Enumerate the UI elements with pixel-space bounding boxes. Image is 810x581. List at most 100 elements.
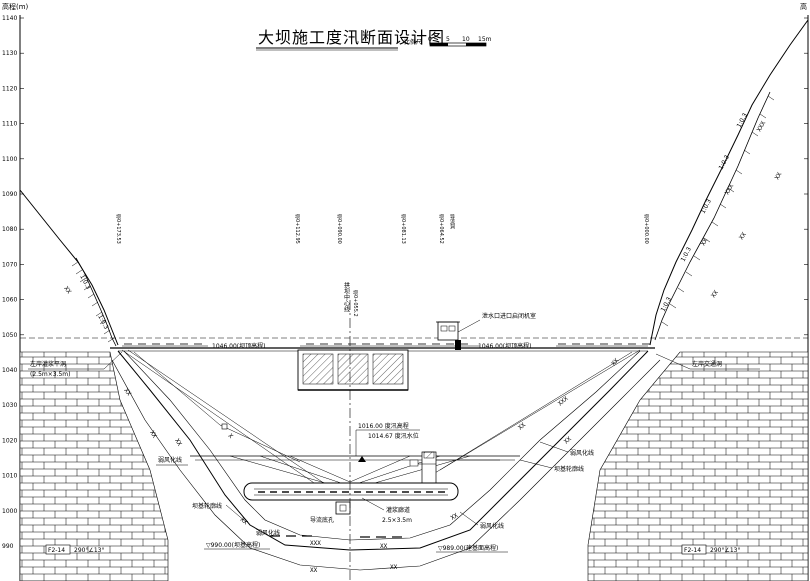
station-label-2: 坝0+112.95	[294, 213, 300, 243]
station-note-5: 导流洞	[449, 214, 455, 229]
flood-level-label: 1016.00 度汛高程	[358, 422, 409, 430]
dam-foundation-outline	[117, 350, 649, 551]
weathering-right-bottom-label: 弱风化线	[480, 522, 504, 530]
elevation-tick-label: 1090	[2, 191, 17, 198]
weathering-line-outer	[111, 359, 661, 571]
elevation-tick-label: 1050	[2, 332, 17, 339]
svg-text:XX: XX	[173, 438, 183, 448]
right-intake-structure	[409, 451, 500, 493]
right-slope-label-3: 1:0.3	[700, 198, 713, 215]
left-irrigation-leader-2	[103, 351, 123, 370]
elevation-tick-labels: 1140113011201110110010901080107010601050…	[2, 15, 808, 550]
left-slope-hatch	[71, 261, 115, 343]
crest-elevation-right: 1046.00(坝顶高程)	[478, 342, 532, 350]
scale-tick-10: 10	[462, 36, 470, 43]
scale-tick-15: 15m	[478, 36, 492, 43]
svg-text:XX: XX	[380, 543, 388, 550]
svg-text:XX: XX	[148, 430, 158, 440]
right-abutment-masonry	[587, 351, 809, 581]
right-bedding-label: F2-14	[684, 547, 701, 554]
scale-tick-5: 5	[446, 36, 450, 43]
scale-bar: 比例尺 0 5 10 15m	[404, 36, 492, 47]
elevation-tick-label: 1130	[2, 50, 17, 57]
grout-gallery	[243, 482, 459, 501]
right-excavation-slope	[654, 91, 771, 341]
station-label-1: 坝0+173.53	[115, 213, 121, 243]
left-irrigation-label: 左岸灌浆平洞	[30, 360, 66, 368]
elevation-tick-label: 1120	[2, 85, 17, 92]
elevation-tick-label: 1110	[2, 121, 17, 128]
left-abutment-masonry	[19, 351, 169, 581]
weathering-bottom-label: 弱风化线	[256, 529, 280, 537]
grout-gallery-size: 2.5×3.5m	[382, 517, 412, 524]
foundation-left-label: ▽990.00(坝基高程)	[206, 541, 260, 549]
dam-axis-station: 坝0+055.2	[352, 289, 358, 316]
scale-tick-0: 0	[428, 36, 432, 43]
right-slope-label-1: 1:0.3	[736, 112, 749, 129]
right-traffic-leader-2	[655, 353, 691, 370]
station-label-3: 坝0+090.00	[336, 213, 342, 243]
bottom-dash-pattern	[270, 535, 402, 538]
right-traffic-label: 左岸交通洞	[692, 360, 722, 368]
svg-text:X: X	[227, 432, 235, 440]
weathering-left-label: 弱风化线	[158, 456, 182, 464]
svg-text:XX: XX	[517, 421, 527, 431]
right-grout-lines	[429, 349, 641, 477]
water-level-marker	[358, 456, 366, 462]
diversion-hole-label: 导流底孔	[310, 516, 334, 524]
elevation-tick-label: 1100	[2, 156, 17, 163]
station-label-5: 坝0+064.52	[438, 213, 444, 243]
excavation-right-leader	[519, 459, 553, 469]
right-ground-profile	[649, 19, 809, 346]
intake-gate-label: 泄水口进口启闭机室	[482, 312, 536, 320]
left-excavation-slope	[75, 257, 117, 347]
grout-gallery-label: 灌浆廊道	[386, 506, 410, 514]
elevation-tick-label: 1080	[2, 226, 17, 233]
svg-text:XXX: XXX	[310, 540, 321, 547]
station-label-6: 坝0+000.00	[643, 213, 649, 243]
right-axis-title: 高	[800, 2, 807, 11]
left-gallery-marker	[221, 423, 228, 430]
svg-text:XX: XX	[774, 171, 784, 181]
svg-text:XX: XX	[450, 512, 460, 522]
dam-axis-label: 拱坝中心线	[343, 281, 350, 312]
elevation-tick-label: 1070	[2, 261, 17, 268]
excavation-left-leader	[225, 504, 247, 523]
svg-text:XX: XX	[122, 387, 132, 397]
weathering-right-leader	[539, 441, 569, 453]
svg-text:XX: XX	[62, 285, 72, 295]
crest-elevation-left: 1046.00(坝顶高程)	[212, 342, 266, 350]
scale-label: 比例尺	[404, 38, 422, 46]
elevation-tick-label: 1010	[2, 473, 17, 480]
svg-text:XX: XX	[738, 231, 748, 241]
elevation-tick-label: 1020	[2, 437, 17, 444]
weathering-right-bottom-leader	[459, 511, 479, 526]
elevation-tick-label: 990	[2, 543, 14, 550]
left-axis-title: 高程(m)	[2, 2, 29, 11]
elevation-tick-label: 1030	[2, 402, 17, 409]
left-slope-label-2: 1:0.3	[96, 314, 109, 331]
gallery-leader	[361, 497, 385, 511]
elevation-tick-label: 1060	[2, 297, 17, 304]
excavation-right-label: 坝基轮廓线	[554, 465, 584, 473]
intake-leader	[457, 319, 481, 333]
drawing-title: 大坝施工度汛断面设计图	[258, 28, 445, 47]
station-label-4: 坝0+081.13	[400, 213, 406, 243]
flood-water-label: 1014.67 度汛水位	[368, 432, 419, 440]
left-irrigation-size: (2.5m×3.5m)	[30, 371, 70, 378]
svg-text:XX: XX	[310, 567, 318, 574]
svg-text:XX: XX	[239, 516, 249, 526]
spillway-bays	[297, 349, 409, 391]
svg-text:XXX: XXX	[724, 183, 736, 196]
station-markers: 坝0+173.53 坝0+112.95 坝0+090.00 坝0+081.13 …	[115, 213, 649, 243]
svg-text:XX: XX	[710, 289, 720, 299]
excavation-left-label: 坝基轮廓线	[192, 502, 222, 510]
left-slope-label-1: 1:0.3	[78, 274, 91, 291]
left-attitude-label: 290°∠13°	[74, 547, 104, 554]
right-attitude-box: F2-14 290°∠13°	[681, 544, 740, 555]
right-slope-hatch	[661, 95, 775, 327]
svg-text:XX: XX	[700, 237, 710, 247]
right-attitude-label: 290°∠13°	[710, 547, 740, 554]
foundation-right-label: ▽989.00(建基面高程)	[438, 544, 498, 552]
